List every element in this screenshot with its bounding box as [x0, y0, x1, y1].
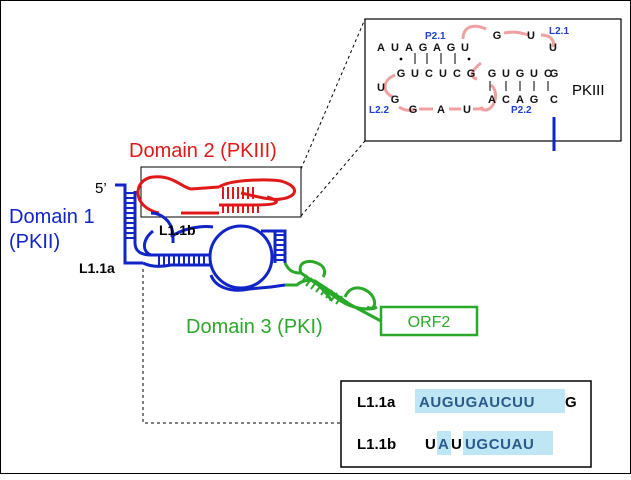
domain3-loop-right: [343, 286, 377, 310]
inset-frame: [364, 18, 622, 142]
inset-dot: [399, 57, 403, 61]
nucleotide-top: A: [433, 42, 441, 54]
inset-loop-bottom-right: [480, 83, 497, 112]
inset-loop-mid: [470, 61, 482, 81]
seq-l11a-tail: G: [565, 394, 577, 411]
nucleotide-loop-top: U: [527, 30, 535, 42]
domain1-upper-strand: [170, 225, 214, 239]
domain1-circle-loop: [208, 224, 274, 290]
domain2-structure: [136, 166, 302, 218]
inset-dot: [467, 57, 471, 61]
seq-l11b-a: A: [438, 436, 449, 453]
domain2-label: Domain 2 (PKIII): [129, 140, 277, 162]
l11b-label: L1.1b: [159, 222, 196, 238]
domain3-structure: ORF2: [283, 259, 479, 337]
seq-l11b-label: L1.1b: [357, 436, 396, 453]
domain3-label: Domain 3 (PKI): [186, 316, 323, 338]
nucleotide-mid: G: [550, 68, 559, 80]
seq-l11a-highlighted: AUGUGAUCUU: [419, 394, 535, 411]
nucleotide-bottom: A: [516, 94, 524, 106]
inset-loop-right: [540, 33, 555, 48]
domain2-box: [140, 166, 302, 218]
nucleotide-mid: U: [502, 68, 510, 80]
domain1-bottom-strand: [209, 274, 286, 292]
nucleotide-mid: G: [516, 68, 525, 80]
domain1-structure: [115, 183, 287, 292]
inset-loop-l22: [383, 73, 396, 99]
nucleotide-mid: G: [397, 68, 406, 80]
nucleotide-mid: U: [411, 68, 419, 80]
inset-loop-left: [461, 24, 487, 40]
nucleotide-top: G: [447, 42, 456, 54]
nucleotide-mid: G: [467, 68, 476, 80]
seq-l11b-highlighted: UGCUAU: [465, 436, 534, 453]
nucleotide-bottom: C: [502, 94, 510, 106]
p22-label: P2.2: [511, 105, 532, 116]
nucleotide-mid: C: [453, 68, 461, 80]
nucleotide-loop-top: G: [493, 30, 502, 42]
nucleotide-loop-top: U: [549, 42, 557, 54]
inset-loop-top: [503, 30, 530, 37]
nucleotide-mid: U: [439, 68, 447, 80]
callout-line-top: [300, 18, 366, 170]
domain1-label: Domain 1: [9, 206, 95, 228]
nucleotide-top: U: [391, 42, 399, 54]
sequence-box: L1.1a AUGUGAUCUU G L1.1b U A U UGCUAU: [340, 380, 592, 468]
inset-loop-bottom: [419, 105, 485, 111]
domain3-loop-left: [298, 259, 327, 278]
five-prime-label: 5’: [95, 180, 107, 197]
nucleotide-loop-bottom: G: [409, 104, 418, 116]
orf2-box: [379, 305, 479, 337]
l21-label: L2.1: [549, 26, 569, 37]
l11a-highlight: [415, 389, 565, 413]
domain2-hairpin-top: [218, 178, 296, 201]
domain1-right-strand: [261, 229, 287, 263]
domain3-strand-lower: [285, 278, 352, 307]
seq-l11b-u2: U: [451, 436, 462, 453]
nucleotide-loop-bottom: A: [437, 104, 445, 116]
callout-line-bottom: [300, 140, 366, 217]
nucleotide-mid: U: [530, 68, 538, 80]
nucleotide-bottom: A: [488, 94, 496, 106]
l11b-highlight-tail: [463, 431, 553, 455]
nucleotide-top: A: [377, 42, 385, 54]
l11b-highlight-a: [437, 431, 451, 455]
nucleotide-mid: C: [544, 68, 552, 80]
callout-line-sequences: [142, 269, 341, 424]
nucleotide-left: G: [391, 94, 400, 106]
nucleotide-loop-bottom: U: [463, 104, 471, 116]
p21-label: P2.1: [425, 31, 446, 42]
pkiii-label: PKIII: [572, 82, 605, 99]
domain1-pair-ticks: [125, 192, 285, 265]
nucleotide-top: A: [405, 42, 413, 54]
nucleotide-bottom: C: [550, 94, 558, 106]
nucleotide-left: U: [377, 82, 385, 94]
domain2-pair-ticks: [222, 187, 259, 213]
inset-loop-bottom-left: [398, 105, 416, 112]
domain2-left-loop: [136, 175, 192, 215]
nucleotide-mid: G: [488, 68, 497, 80]
domain3-pair-ticks: [300, 274, 343, 305]
seq-l11a-label: L1.1a: [357, 394, 396, 411]
domain1-l11a-loop: [143, 229, 154, 257]
l11a-label: L1.1a: [79, 260, 115, 276]
orf2-label: ORF2: [408, 314, 451, 331]
domain1-sublabel: (PKII): [9, 231, 60, 253]
nucleotide-mid: C: [425, 68, 433, 80]
inset-pair-ticks: [414, 53, 549, 91]
domain1-strand-lower: [142, 261, 211, 268]
nucleotide-top: U: [461, 42, 469, 54]
nucleotide-top: G: [419, 42, 428, 54]
nucleotide-bottom: G: [530, 94, 539, 106]
domain2-hairpin-bottom: [219, 195, 278, 207]
l22-label: L2.2: [369, 105, 389, 116]
seq-l11b-u: U: [425, 436, 436, 453]
